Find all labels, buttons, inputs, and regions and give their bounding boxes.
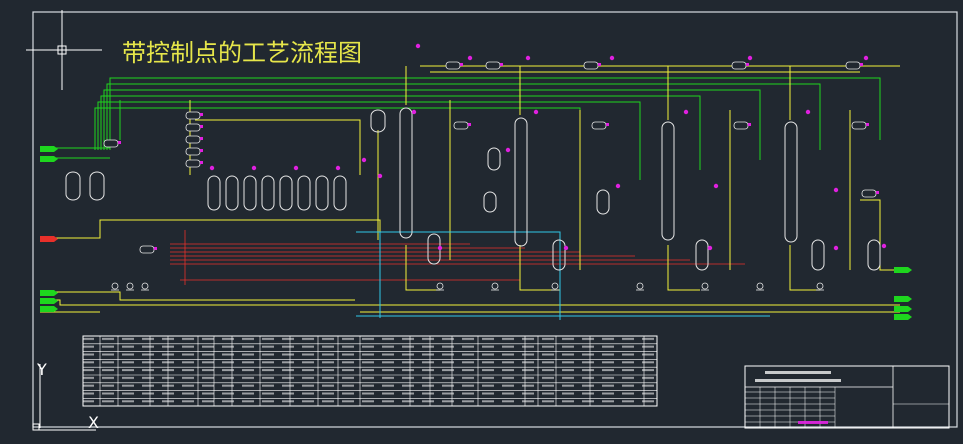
ucs-x-label: X: [88, 413, 99, 432]
pipe-lines: [40, 65, 900, 320]
drawing-frame: [32, 11, 958, 428]
equipment-schedule-table: [82, 335, 658, 407]
instrument-bubbles: [40, 43, 912, 320]
title-block: [744, 365, 950, 429]
crosshair-cursor-icon: [26, 10, 102, 90]
ucs-y-label: Y: [36, 360, 47, 379]
process-equipment: [65, 107, 881, 291]
ucs-icon: [32, 364, 96, 431]
drawing-title: 带控制点的工艺流程图: [122, 39, 362, 67]
